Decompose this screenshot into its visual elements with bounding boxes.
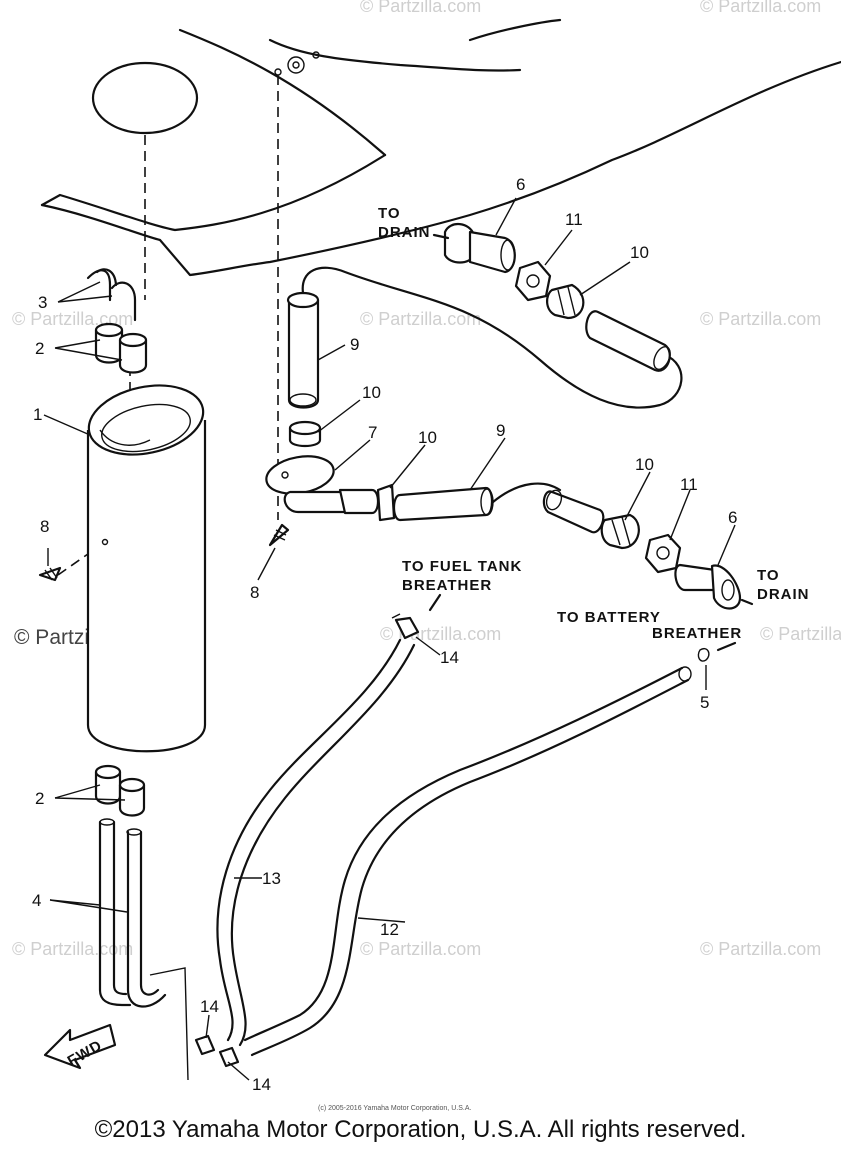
watermark: © Partzilla.com <box>360 0 481 16</box>
part-10-clamp <box>288 420 322 448</box>
arrow-fuel-tank <box>428 593 442 612</box>
arrow-drain-upper <box>432 233 450 240</box>
callout-leaders <box>43 197 736 1081</box>
arrow-battery <box>716 641 737 652</box>
part-6-fitting-upper <box>443 223 516 274</box>
callout-14: 14 <box>200 997 219 1016</box>
battery-breather-label: BREATHER <box>652 625 742 642</box>
part-1-tank <box>86 384 207 753</box>
callout-5: 5 <box>700 693 709 712</box>
watermark: © Partzilla.com <box>12 939 133 959</box>
watermark: © Partzilla.com <box>760 624 841 644</box>
callout-6: 6 <box>516 175 525 194</box>
part-9-hose-lower <box>392 482 562 522</box>
part-10-clamp-upper <box>546 283 585 320</box>
arrow-drain-lower <box>740 598 754 606</box>
watermark: © Partzilla.com <box>700 309 821 329</box>
hull-deck <box>40 18 841 277</box>
callout-11: 11 <box>680 475 698 494</box>
callout-2: 2 <box>35 789 44 808</box>
callout-10: 10 <box>630 243 649 262</box>
watermark: © Partzilla.com <box>360 309 481 329</box>
part-5-clip <box>697 648 710 662</box>
hose-piece-right <box>542 489 605 534</box>
small-print: (c) 2005-2016 Yamaha Motor Corporation, … <box>318 1105 471 1112</box>
part-10-clip-center <box>376 483 396 522</box>
callout-9: 9 <box>496 421 505 440</box>
callout-2: 2 <box>35 339 44 358</box>
part-14-clips <box>194 613 420 1068</box>
callout-7: 7 <box>368 423 377 442</box>
part-9-hose-upper <box>286 266 683 409</box>
annotation-labels: TO DRAIN TO DRAIN TO FUEL TANK BREATHER … <box>378 205 810 642</box>
callout-14: 14 <box>252 1075 271 1094</box>
part-7-flange <box>265 455 380 515</box>
leader-line <box>57 541 106 576</box>
to-drain-label: TO <box>757 567 780 584</box>
callout-13: 13 <box>262 869 281 888</box>
fwd-label: FWD <box>65 1037 106 1070</box>
copyright-notice: ©2013 Yamaha Motor Corporation, U.S.A. A… <box>94 1116 747 1143</box>
to-drain-label: DRAIN <box>378 224 431 241</box>
callout-numbers: 3 2 1 8 2 4 6 11 10 9 10 7 10 9 10 11 6 … <box>32 175 737 1094</box>
watermark: © Partzilla.com <box>700 939 821 959</box>
part-2-grommets-bottom <box>94 764 146 817</box>
part-3-tubes <box>86 268 137 322</box>
part-4-tubes <box>98 818 189 1081</box>
part-10-clamp-right <box>600 513 640 550</box>
fuel-tank-breather-label: TO FUEL TANK <box>402 558 522 575</box>
fuel-tank-breather-label: BREATHER <box>402 577 492 594</box>
part-2-grommets-top <box>94 322 148 374</box>
callout-8: 8 <box>250 583 259 602</box>
callout-9: 9 <box>350 335 359 354</box>
part-12-hose <box>243 666 692 1057</box>
battery-breather-label: TO BATTERY <box>557 609 661 626</box>
watermark: © Partzilla.com <box>360 939 481 959</box>
part-8-screw-left <box>38 566 62 582</box>
callout-14: 14 <box>440 648 459 667</box>
hose-piece-upper-right <box>585 310 671 372</box>
to-drain-label: TO <box>378 205 401 222</box>
part-13-hose <box>216 638 416 1047</box>
callout-3: 3 <box>38 293 47 312</box>
watermark: © Partzilla.com <box>700 0 821 16</box>
part-6-fitting-lower <box>674 563 742 610</box>
callout-11: 11 <box>565 210 583 229</box>
callout-6: 6 <box>728 508 737 527</box>
callout-12: 12 <box>380 920 399 939</box>
callout-1: 1 <box>33 405 42 424</box>
part-11-nut-upper <box>514 260 552 302</box>
watermark: © Partzilla.com <box>380 624 501 644</box>
callout-8: 8 <box>40 517 49 536</box>
part-11-nut-lower <box>644 533 682 574</box>
callout-10: 10 <box>418 428 437 447</box>
to-drain-label: DRAIN <box>757 586 810 603</box>
part-8-screw-center <box>268 523 290 547</box>
callout-10: 10 <box>362 383 381 402</box>
callout-10: 10 <box>635 455 654 474</box>
fwd-arrow: FWD <box>43 1023 117 1070</box>
callout-4: 4 <box>32 891 41 910</box>
